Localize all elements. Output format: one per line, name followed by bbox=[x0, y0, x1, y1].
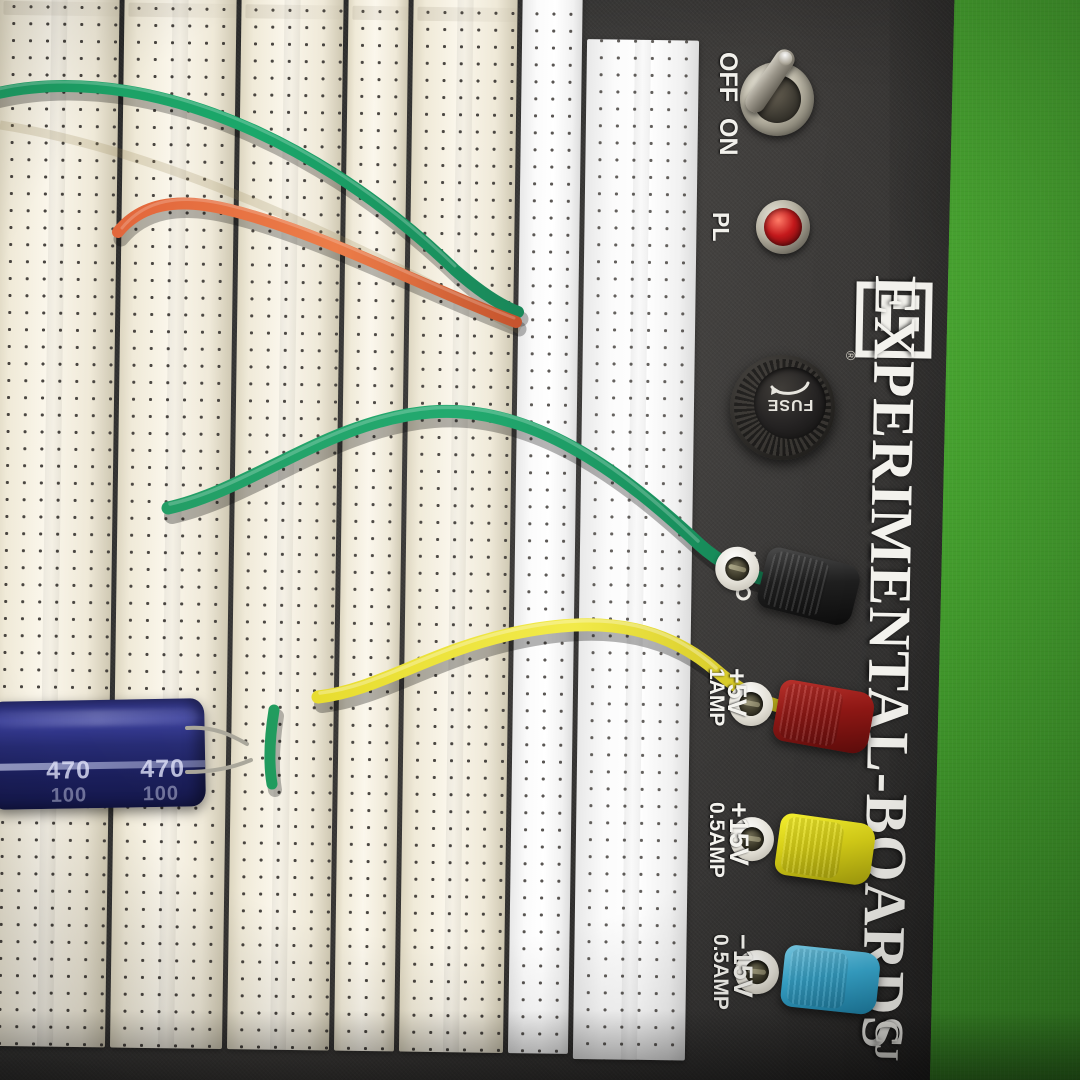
breadboard-strip[interactable] bbox=[507, 0, 583, 1054]
capacitor-leads bbox=[185, 725, 253, 774]
switch-off-label: OFF bbox=[714, 52, 742, 102]
breadboard-strip[interactable] bbox=[572, 39, 700, 1061]
fuse-label: FUSE bbox=[766, 396, 814, 414]
capacitor-voltage-repeat: 100 bbox=[142, 782, 180, 806]
plus-5v-terminal-ribs bbox=[777, 681, 845, 748]
capacitor-value-repeat: 470 bbox=[140, 754, 186, 784]
electrolytic-capacitor[interactable]: 470 470 100 100 bbox=[0, 698, 206, 810]
pilot-lamp bbox=[756, 200, 810, 254]
ground-terminal-socket[interactable] bbox=[722, 554, 752, 584]
minus-15v-terminal-ribs bbox=[785, 947, 850, 1010]
plus-15v-rating: 0.5AMP bbox=[705, 802, 728, 878]
brand-name: EXPERIMENTAL-BOARDS bbox=[849, 274, 930, 1051]
registered-mark: ® bbox=[843, 350, 859, 361]
fuse-rotate-arrow-icon bbox=[770, 381, 810, 395]
fuse-holder[interactable]: FUSE bbox=[730, 355, 835, 460]
pilot-lamp-label: PL bbox=[708, 212, 734, 242]
breadboard-strip[interactable] bbox=[109, 0, 241, 1050]
breadboard-strip[interactable] bbox=[398, 0, 522, 1053]
capacitor-gloss bbox=[0, 708, 199, 728]
brand-suffix: CJ bbox=[867, 1019, 905, 1062]
solderless-breadboard bbox=[0, 0, 700, 1061]
fuse-cap[interactable]: FUSE bbox=[754, 367, 826, 439]
breadboard-strip[interactable] bbox=[226, 0, 348, 1051]
breadboard-strip[interactable] bbox=[333, 0, 413, 1052]
capacitor-value: 470 bbox=[46, 756, 92, 785]
minus-15v-rating: 0.5AMP bbox=[709, 934, 732, 1010]
switch-on-label: ON bbox=[714, 118, 742, 156]
breadboard-strip[interactable] bbox=[0, 0, 124, 1048]
plus-5v-rating: 1AMP bbox=[705, 668, 728, 727]
plus-15v-terminal-ribs bbox=[779, 815, 845, 880]
capacitor-voltage: 100 bbox=[50, 784, 88, 807]
pilot-lamp-dome bbox=[764, 208, 802, 246]
